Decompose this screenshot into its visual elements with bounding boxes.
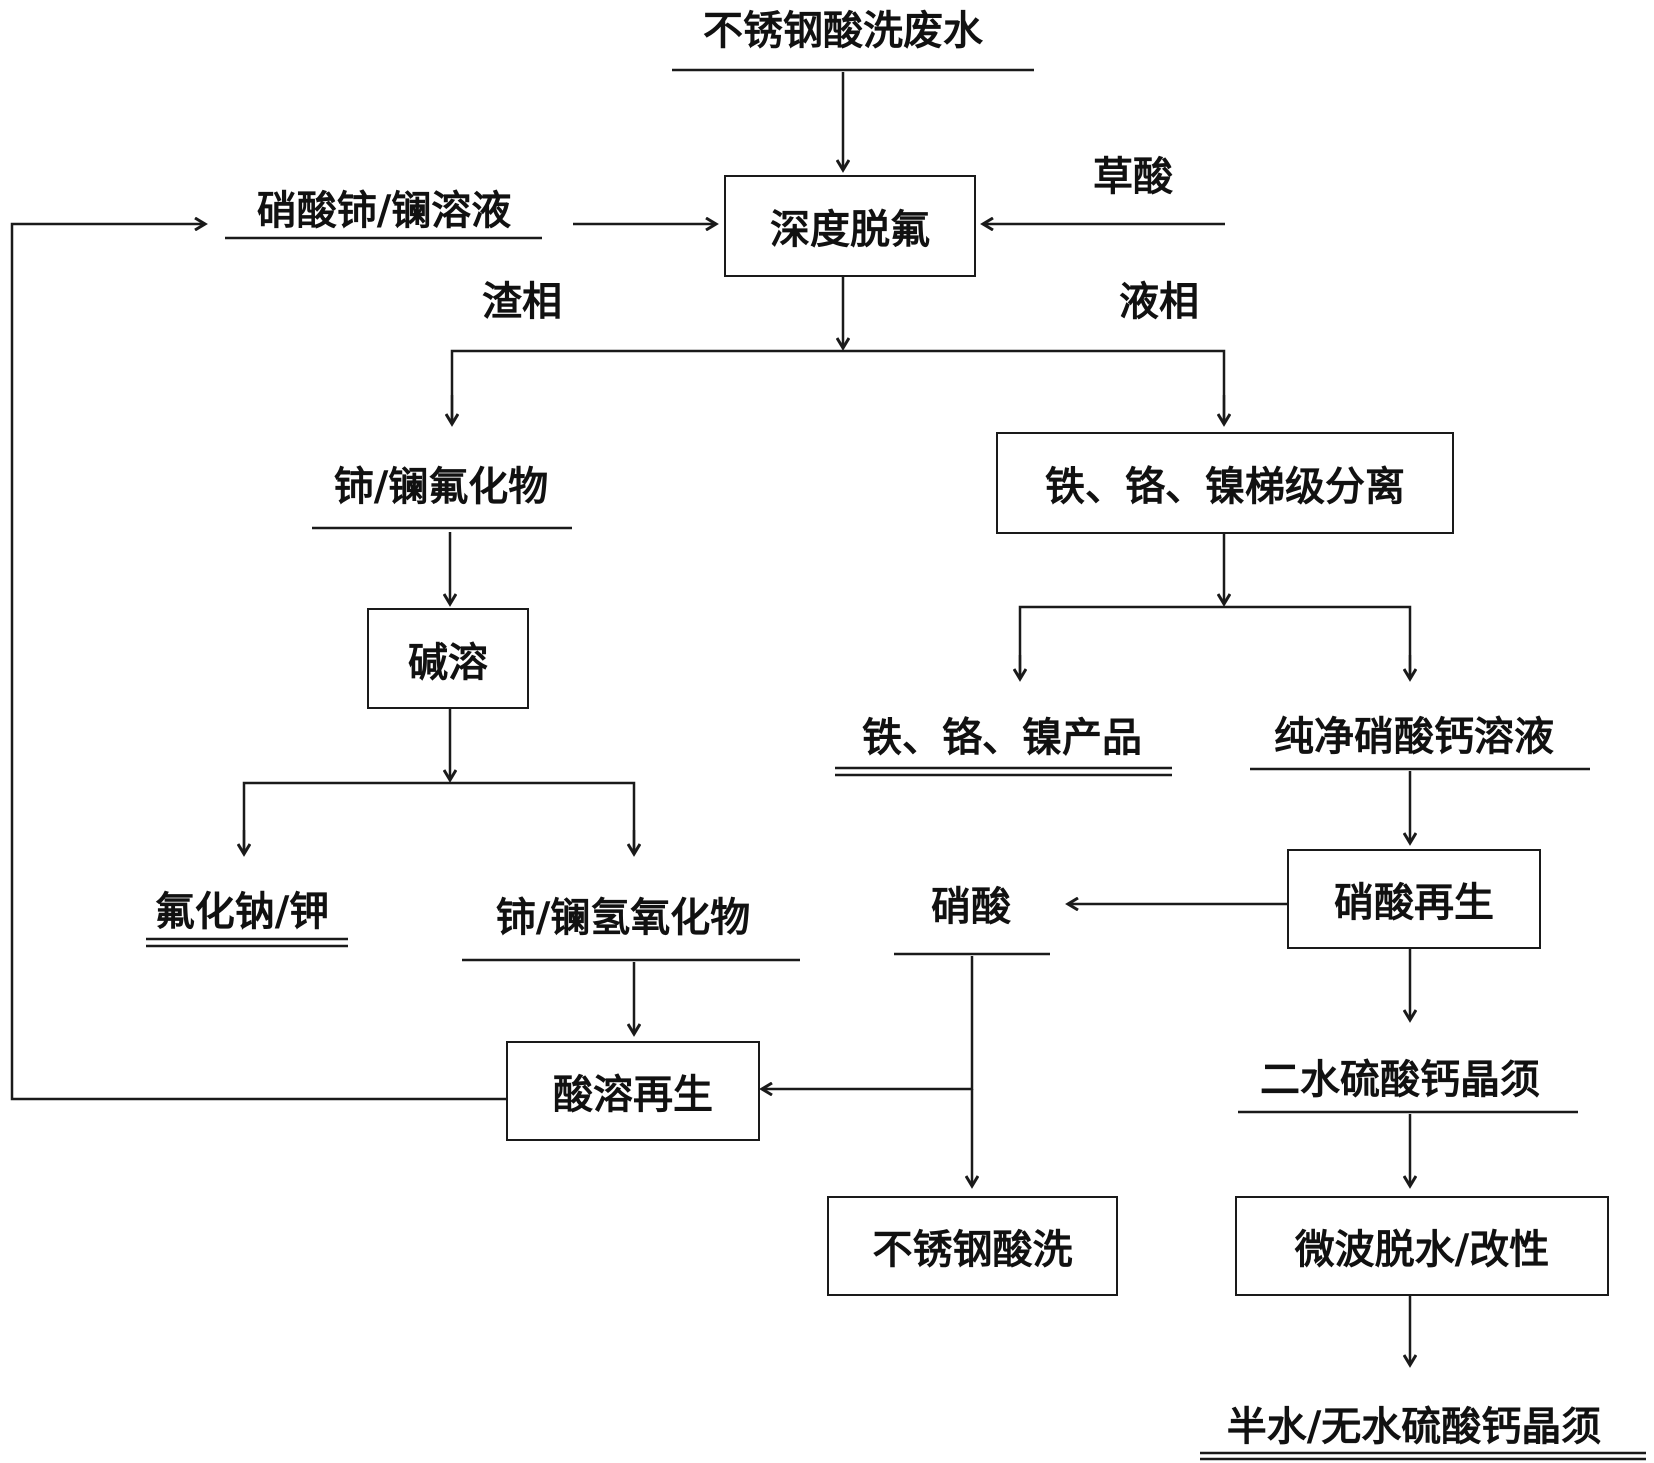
gypsum-whisker-label: 二水硫酸钙晶须 (1260, 1056, 1540, 1103)
oxalic-acid-label: 草酸 (1093, 153, 1173, 200)
split-connector-separation (1018, 605, 1412, 675)
separation-label: 铁、铬、镍梯级分离 (1045, 463, 1405, 510)
liquid-phase-label: 液相 (1119, 278, 1199, 325)
box-pickling: 不锈钢酸洗 (827, 1196, 1118, 1296)
calcium-nitrate-label: 纯净硝酸钙溶液 (1274, 713, 1554, 760)
recycle-line-acid-to-nitrate (10, 224, 506, 1101)
microwave-label: 微波脱水/改性 (1294, 1226, 1550, 1273)
box-acid-dissolution: 酸溶再生 (506, 1041, 760, 1141)
split-connector-alkali (242, 781, 636, 850)
box-microwave: 微波脱水/改性 (1235, 1196, 1609, 1296)
acid-dissolution-label: 酸溶再生 (553, 1071, 713, 1118)
nitric-acid-label: 硝酸 (931, 883, 1011, 930)
defluorination-label: 深度脱氟 (770, 206, 930, 253)
na-k-fluoride-label: 氟化钠/钾 (154, 888, 330, 935)
box-nitric-regeneration: 硝酸再生 (1287, 849, 1541, 949)
pickling-label: 不锈钢酸洗 (872, 1226, 1073, 1273)
slag-phase-label: 渣相 (482, 278, 562, 325)
split-connector-slag-liquid (450, 349, 1226, 420)
box-defluorination: 深度脱氟 (724, 175, 976, 277)
final-product-label: 半水/无水硫酸钙晶须 (1226, 1403, 1602, 1450)
nitric-regeneration-label: 硝酸再生 (1334, 879, 1494, 926)
ce-la-hydroxide-label: 铈/镧氢氧化物 (495, 894, 751, 941)
alkali-dissolution-label: 碱溶 (408, 638, 488, 686)
fe-cr-ni-products-label: 铁、铬、镍产品 (862, 714, 1142, 761)
box-separation: 铁、铬、镍梯级分离 (996, 432, 1454, 534)
ce-la-fluoride-label: 铈/镧氟化物 (333, 463, 549, 510)
ce-la-nitrate-label: 硝酸铈/镧溶液 (256, 187, 512, 234)
box-alkali-dissolution: 碱溶 (367, 608, 529, 709)
wastewater-label: 不锈钢酸洗废水 (703, 7, 983, 54)
